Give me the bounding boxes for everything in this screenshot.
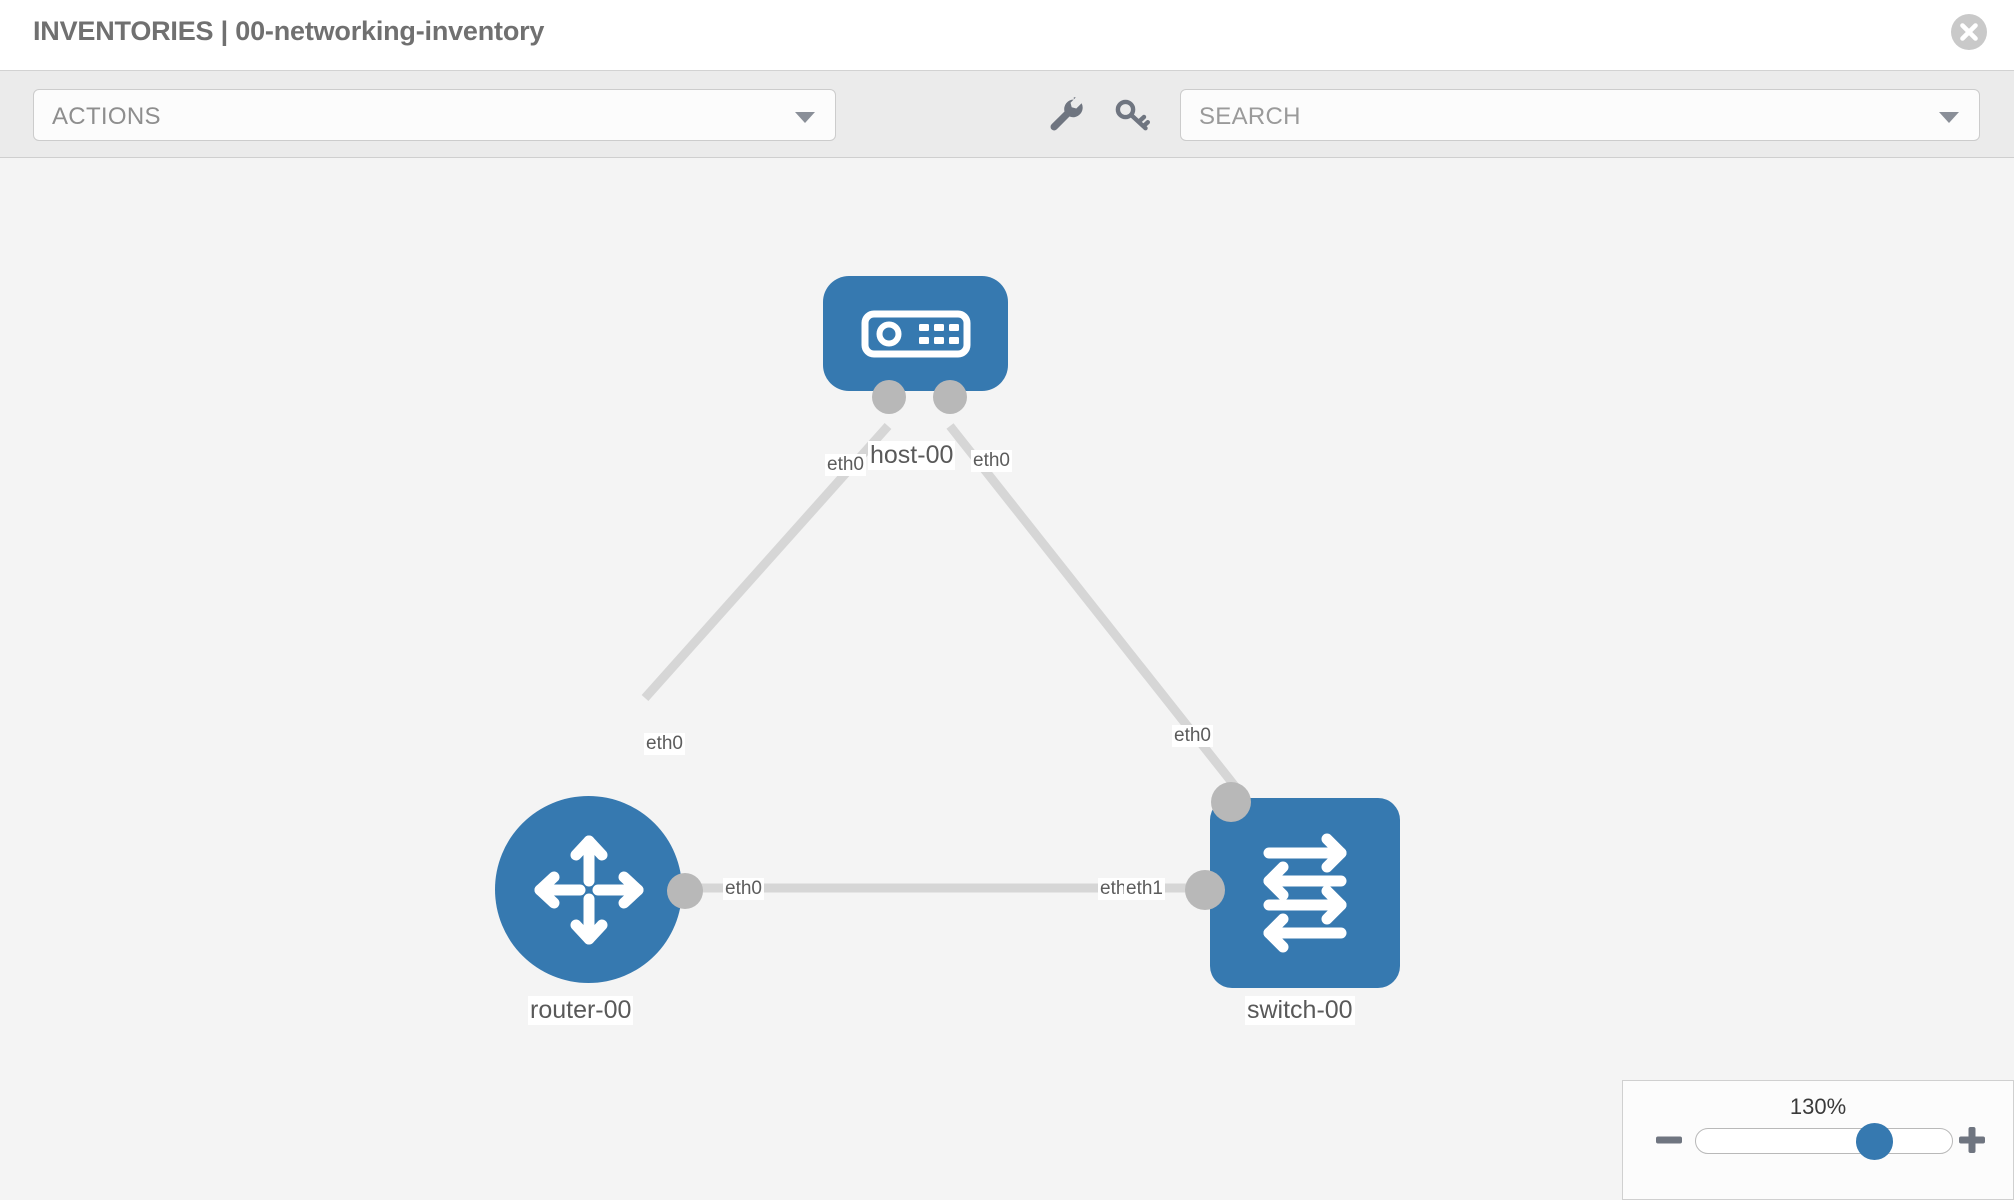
- router-four-arrows-icon: [534, 835, 643, 944]
- plus-icon[interactable]: [1955, 1123, 1989, 1163]
- iface-label-switch00-eth1: eth1: [1124, 878, 1165, 900]
- key-icon[interactable]: [1110, 93, 1154, 137]
- node-host-00-label: host-00: [868, 441, 956, 470]
- topology-canvas[interactable]: host-00 router-00: [0, 158, 2014, 1200]
- search-input[interactable]: SEARCH: [1180, 89, 1980, 141]
- node-router-00-shape[interactable]: [495, 796, 682, 983]
- node-switch-00-label: switch-00: [1245, 996, 1355, 1025]
- port-router-00-eth0[interactable]: [667, 873, 703, 909]
- close-icon[interactable]: [1951, 14, 1987, 50]
- port-switch-00-eth1[interactable]: [1185, 870, 1225, 910]
- zoom-slider-thumb[interactable]: [1856, 1123, 1893, 1160]
- port-switch-00-eth0[interactable]: [1211, 782, 1251, 822]
- iface-label-switch00-eth-overlap: eth: [1098, 878, 1129, 900]
- iface-label-router00-eth0: eth0: [723, 878, 764, 900]
- node-router-00-label: router-00: [528, 996, 634, 1025]
- minus-icon[interactable]: [1652, 1123, 1686, 1163]
- chevron-down-icon[interactable]: [1939, 112, 1959, 123]
- toolbar: ACTIONS SEARCH: [0, 70, 2014, 158]
- iface-label-host00-right: eth0: [971, 450, 1012, 472]
- switch-arrows-icon: [1263, 833, 1347, 953]
- iface-label-router00-uplink: eth0: [644, 733, 685, 755]
- page-title: INVENTORIES | 00-networking-inventory: [33, 16, 545, 46]
- page-header: INVENTORIES | 00-networking-inventory: [0, 0, 2014, 70]
- node-host-00-shape[interactable]: [823, 276, 1008, 391]
- search-placeholder: SEARCH: [1199, 103, 1301, 130]
- actions-dropdown-label: ACTIONS: [52, 103, 161, 130]
- iface-label-switch00-uplink: eth0: [1172, 725, 1213, 747]
- zoom-slider-track[interactable]: [1695, 1123, 1953, 1160]
- port-host-00-eth0-right[interactable]: [933, 380, 967, 414]
- chevron-down-icon: [795, 112, 815, 123]
- port-host-00-eth0-left[interactable]: [872, 380, 906, 414]
- iface-label-host00-left: eth0: [825, 454, 866, 476]
- actions-dropdown[interactable]: ACTIONS: [33, 89, 836, 141]
- zoom-control-panel: 130%: [1622, 1080, 2014, 1200]
- server-device-icon: [861, 310, 970, 357]
- wrench-icon[interactable]: [1043, 93, 1087, 137]
- zoom-level-value: 130%: [1789, 1094, 1847, 1119]
- node-switch-00-shape[interactable]: [1210, 798, 1400, 988]
